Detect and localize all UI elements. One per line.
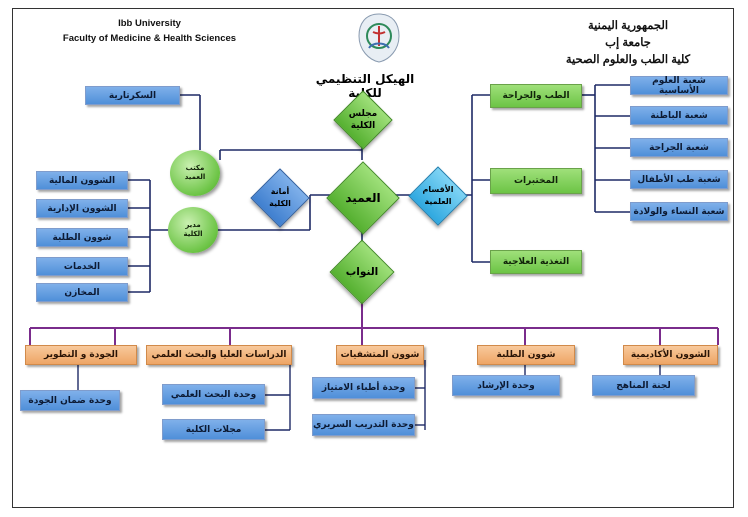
hospitals-unit: وحدة أطباء الامتياز	[312, 377, 415, 399]
university-name-en: Ibb University Faculty of Medicine & Hea…	[62, 16, 237, 46]
council-label: مجلس الكلية	[348, 109, 378, 131]
department-box: التغذية العلاجية	[490, 250, 582, 274]
branch-box: شعبة الباطنة	[630, 106, 728, 125]
admin-director-label: مدير الكلية	[183, 221, 203, 238]
dean-label: العميد	[345, 191, 381, 205]
branch-box: شعبة الجراحة	[630, 138, 728, 157]
hospitals-unit: وحدة التدريب السريري	[312, 414, 415, 436]
branch-box: شعبة العلوم الأساسية	[630, 76, 728, 96]
left-item: الخدمات	[36, 257, 128, 276]
secretariat-box: السكرتارية	[85, 86, 180, 105]
departments-node: الأقسام العلمية	[408, 166, 468, 226]
quality-unit: وحدة ضمان الجودة	[20, 390, 120, 411]
faculty-logo-icon	[358, 13, 400, 63]
faculty-line-ar: كلية الطب والعلوم الصحية	[565, 54, 691, 66]
left-item: شوون الطلبة	[36, 228, 128, 247]
academic-unit: لجنة المناهج	[592, 375, 695, 396]
admin-director-node: مدير الكلية	[168, 207, 218, 253]
students-unit: وحدة الإرشاد	[452, 375, 560, 396]
research-unit: مجلات الكلية	[162, 419, 265, 440]
students-head: شوون الطلبة	[477, 345, 575, 365]
branch-box: شعبة طب الأطفال	[630, 170, 728, 189]
council-node: مجلس الكلية	[333, 90, 393, 150]
branch-box: شعبة النساء والولادة	[630, 202, 728, 221]
dean-office-label: مكتب العميد	[184, 164, 206, 181]
republic-line: الجمهورية اليمنية	[587, 20, 669, 32]
left-item: الشوون الإدارية	[36, 199, 128, 218]
deputies-node: النواب	[329, 239, 395, 305]
research-unit: وحدة البحث العلمي	[162, 384, 265, 405]
secretariat-node: أمانة الكلية	[250, 168, 310, 228]
academic-head: الشوون الأكاديمية	[623, 345, 718, 365]
left-item: الشوون المالية	[36, 171, 128, 190]
departments-label: الأقسام العلمية	[422, 185, 454, 206]
university-line-ar: جامعة إب	[605, 37, 651, 49]
institution-name-ar: الجمهورية اليمنية جامعة إب كلية الطب وال…	[548, 18, 708, 69]
secretariat-label: أمانة الكلية	[269, 187, 291, 208]
faculty-line: Faculty of Medicine & Health Sciences	[62, 33, 237, 44]
page-frame	[12, 8, 734, 508]
deputies-label: النواب	[345, 266, 379, 278]
department-box: المختبرات	[490, 168, 582, 194]
hospitals-head: شوون المتشفيات	[336, 345, 424, 365]
research-head: الدراسات العليا والبحث العلمي	[146, 345, 292, 365]
dean-node: العميد	[326, 161, 400, 235]
department-box: الطب والجراحة	[490, 84, 582, 108]
university-line: Ibb University	[118, 18, 181, 29]
dean-office-node: مكتب العميد	[170, 150, 220, 196]
left-item: المخازن	[36, 283, 128, 302]
quality-head: الجودة و التطوير	[25, 345, 137, 365]
